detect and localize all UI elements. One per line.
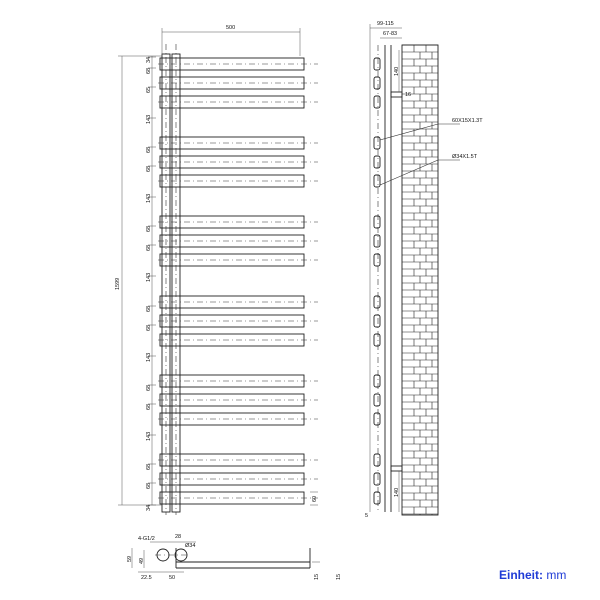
spacing-label: 68 <box>146 166 152 172</box>
panel-profile-label: 60X15X1.3T <box>452 118 483 124</box>
side-panel <box>373 314 381 328</box>
side-panel <box>373 453 381 467</box>
tube-profile-label: Ø34X1.5T <box>452 154 478 160</box>
spacing-label: 34 <box>146 505 152 511</box>
bottom-detail: 4-G1/2 28 Ø34 59 49 22.5 50 15 15 <box>127 534 342 581</box>
offset-left-label: 22.5 <box>141 575 152 581</box>
height-outer-label: 59 <box>127 556 133 562</box>
side-panel <box>373 412 381 426</box>
pipe-gap-label: 28 <box>175 534 181 540</box>
spacing-label: 68 <box>146 483 152 489</box>
thickness-b-label: 15 <box>336 574 342 580</box>
spacing-label: 68 <box>146 306 152 312</box>
side-panel <box>373 76 381 90</box>
center-label: 50 <box>169 575 175 581</box>
front-centerlines <box>158 44 318 515</box>
side-panel <box>373 234 381 248</box>
spacing-label: 143 <box>146 194 152 203</box>
side-panel <box>373 215 381 229</box>
spacing-label: 68 <box>146 325 152 331</box>
spacing-label: 68 <box>146 147 152 153</box>
spacing-label: 68 <box>146 226 152 232</box>
spacing-label: 143 <box>146 353 152 362</box>
side-view: 99-115 67-83 140 16 140 5 60X15X1.3T Ø34… <box>365 21 483 519</box>
bottom-right-label: 60 <box>312 496 318 502</box>
side-panel <box>373 136 381 150</box>
side-panel <box>373 491 381 505</box>
side-panel <box>373 374 381 388</box>
spacing-labels: 34 68 65 143 68 68 143 68 68 143 68 68 143 68 68 143 68 6… <box>146 56 156 511</box>
front-panels <box>159 57 305 505</box>
side-panel <box>373 333 381 347</box>
side-panel <box>373 57 381 71</box>
unit-label: Einheit: <box>499 568 543 582</box>
top-bracket-label: 140 <box>394 67 400 76</box>
spacing-label: 68 <box>146 245 152 251</box>
bottom-bracket-label: 140 <box>394 488 400 497</box>
brick-pattern <box>402 44 438 515</box>
spacing-label: 68 <box>146 68 152 74</box>
height-inner-label: 49 <box>139 558 145 564</box>
spacing-label: 143 <box>146 273 152 282</box>
bottom-bracket <box>390 465 403 472</box>
spacing-label: 143 <box>146 115 152 124</box>
front-view: 500 1599 34 68 65 143 68 68 143 68 68 143 68 68 143 6… <box>115 25 318 515</box>
spacing-label: 143 <box>146 432 152 441</box>
unit-legend: Einheit: mm <box>499 568 566 582</box>
side-panel <box>373 393 381 407</box>
spacing-label: 68 <box>146 385 152 391</box>
top-bracket <box>390 91 403 98</box>
thread-label: 4-G1/2 <box>138 536 155 542</box>
thickness-a-label: 15 <box>314 574 320 580</box>
depth-outer-label: 99-115 <box>377 21 394 27</box>
spacing-label: 68 <box>146 404 152 410</box>
depth-inner-label: 67-83 <box>383 31 397 37</box>
top-offset-label: 16 <box>405 92 411 98</box>
side-panel <box>373 155 381 169</box>
side-panel <box>373 95 381 109</box>
side-panel <box>373 253 381 267</box>
side-panel <box>373 295 381 309</box>
height-label: 1599 <box>115 278 121 290</box>
bottom-gap-label: 5 <box>365 513 368 519</box>
width-label: 500 <box>226 25 235 31</box>
spacing-label: 34 <box>146 57 152 63</box>
spacing-label: 65 <box>146 87 152 93</box>
side-panel <box>373 472 381 486</box>
side-panels <box>373 57 381 505</box>
pipe-dia-label: Ø34 <box>185 543 195 549</box>
unit-value: mm <box>546 568 567 582</box>
spacing-label: 68 <box>146 464 152 470</box>
side-panel <box>373 174 381 188</box>
